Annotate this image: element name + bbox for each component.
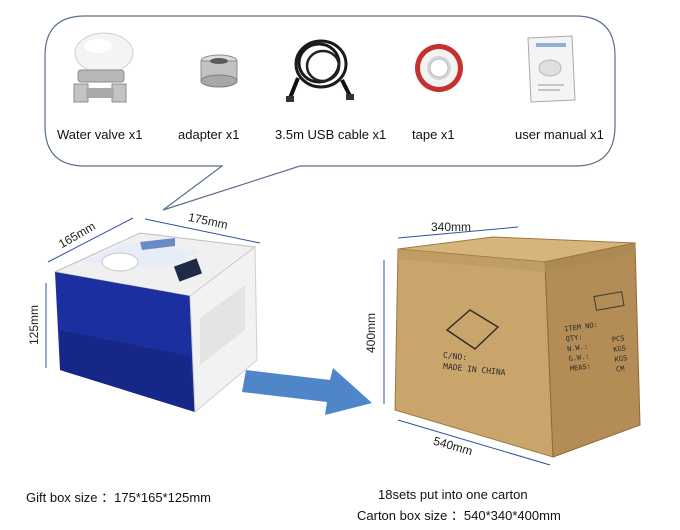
carton-sets-caption: 18sets put into one carton	[378, 487, 528, 502]
carton-height-label: 400mm	[364, 312, 379, 354]
carton-top-label: 340mm	[431, 220, 472, 234]
item-label-water-valve: Water valve x1	[57, 127, 143, 142]
carton-size-caption: Carton box size ：540*340*400mm	[357, 508, 561, 523]
item-label-user-manual: user manual x1	[515, 127, 604, 142]
item-label-tape: tape x1	[412, 127, 455, 142]
gift-box-size-caption: Gift box size ：175*165*125mm	[26, 490, 211, 505]
item-label-usb-cable: 3.5m USB cable x1	[275, 127, 387, 142]
item-label-adapter: adapter x1	[178, 127, 240, 142]
